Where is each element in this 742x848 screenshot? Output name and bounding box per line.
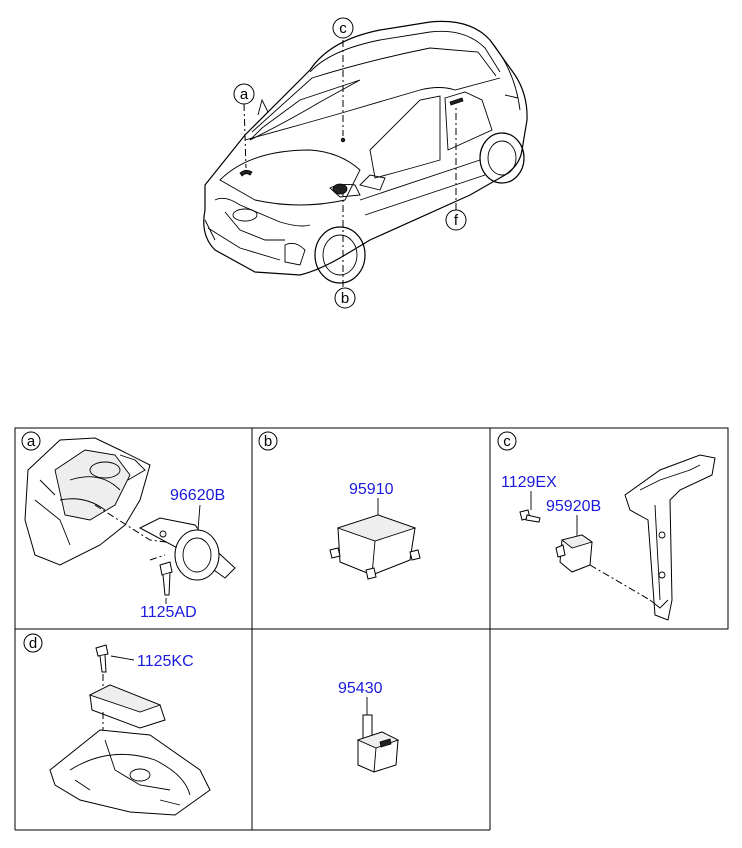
car-illustration: a b c f bbox=[203, 17, 528, 309]
panel-b: b 95910 bbox=[258, 431, 421, 580]
panel-e: 95430 bbox=[338, 680, 400, 773]
module-95430[interactable] bbox=[356, 714, 400, 773]
horn-96620B[interactable] bbox=[138, 517, 236, 581]
svg-text:b: b bbox=[264, 433, 272, 450]
floor-sensor-module[interactable] bbox=[88, 684, 166, 729]
panel-a: a 96620B 1125AD bbox=[21, 431, 236, 621]
part-number-1125AD[interactable]: 1125AD bbox=[140, 604, 197, 621]
part-number-95920B[interactable]: 95920B bbox=[546, 498, 601, 515]
panel-grid bbox=[14, 427, 729, 831]
part-number-1129EX[interactable]: 1129EX bbox=[501, 474, 557, 491]
bolt-1125AD[interactable] bbox=[159, 561, 173, 596]
panel-c-label: c bbox=[497, 431, 517, 451]
callout-a[interactable]: a bbox=[233, 83, 255, 105]
svg-text:b: b bbox=[341, 290, 349, 307]
svg-text:c: c bbox=[339, 20, 347, 37]
bolt-1129EX[interactable] bbox=[519, 509, 541, 523]
callout-b[interactable]: b bbox=[334, 287, 356, 309]
svg-text:a: a bbox=[240, 86, 249, 103]
part-number-95430[interactable]: 95430 bbox=[338, 680, 383, 697]
svg-text:d: d bbox=[29, 635, 37, 652]
part-number-1125KC[interactable]: 1125KC bbox=[137, 653, 194, 670]
panel-d: d 1125KC bbox=[23, 633, 211, 816]
svg-text:f: f bbox=[454, 212, 459, 229]
floor-pan bbox=[49, 729, 211, 816]
bolt-1125KC[interactable] bbox=[95, 644, 109, 673]
side-impact-sensor-95920B[interactable] bbox=[555, 534, 594, 573]
panel-a-label: a bbox=[21, 431, 41, 451]
callout-c[interactable]: c bbox=[332, 17, 354, 39]
part-number-95910[interactable]: 95910 bbox=[349, 481, 394, 498]
svg-text:a: a bbox=[27, 433, 36, 450]
callout-f[interactable]: f bbox=[445, 209, 467, 231]
svg-text:c: c bbox=[503, 433, 511, 450]
airbag-control-unit-95910[interactable] bbox=[329, 514, 421, 580]
panel-d-label: d bbox=[23, 633, 43, 653]
part-number-96620B[interactable]: 96620B bbox=[170, 487, 225, 504]
panel-b-label: b bbox=[258, 431, 278, 451]
b-pillar bbox=[624, 454, 716, 621]
callout-a-leader bbox=[243, 103, 247, 169]
panel-c: c 1129EX 95920B bbox=[497, 431, 716, 621]
